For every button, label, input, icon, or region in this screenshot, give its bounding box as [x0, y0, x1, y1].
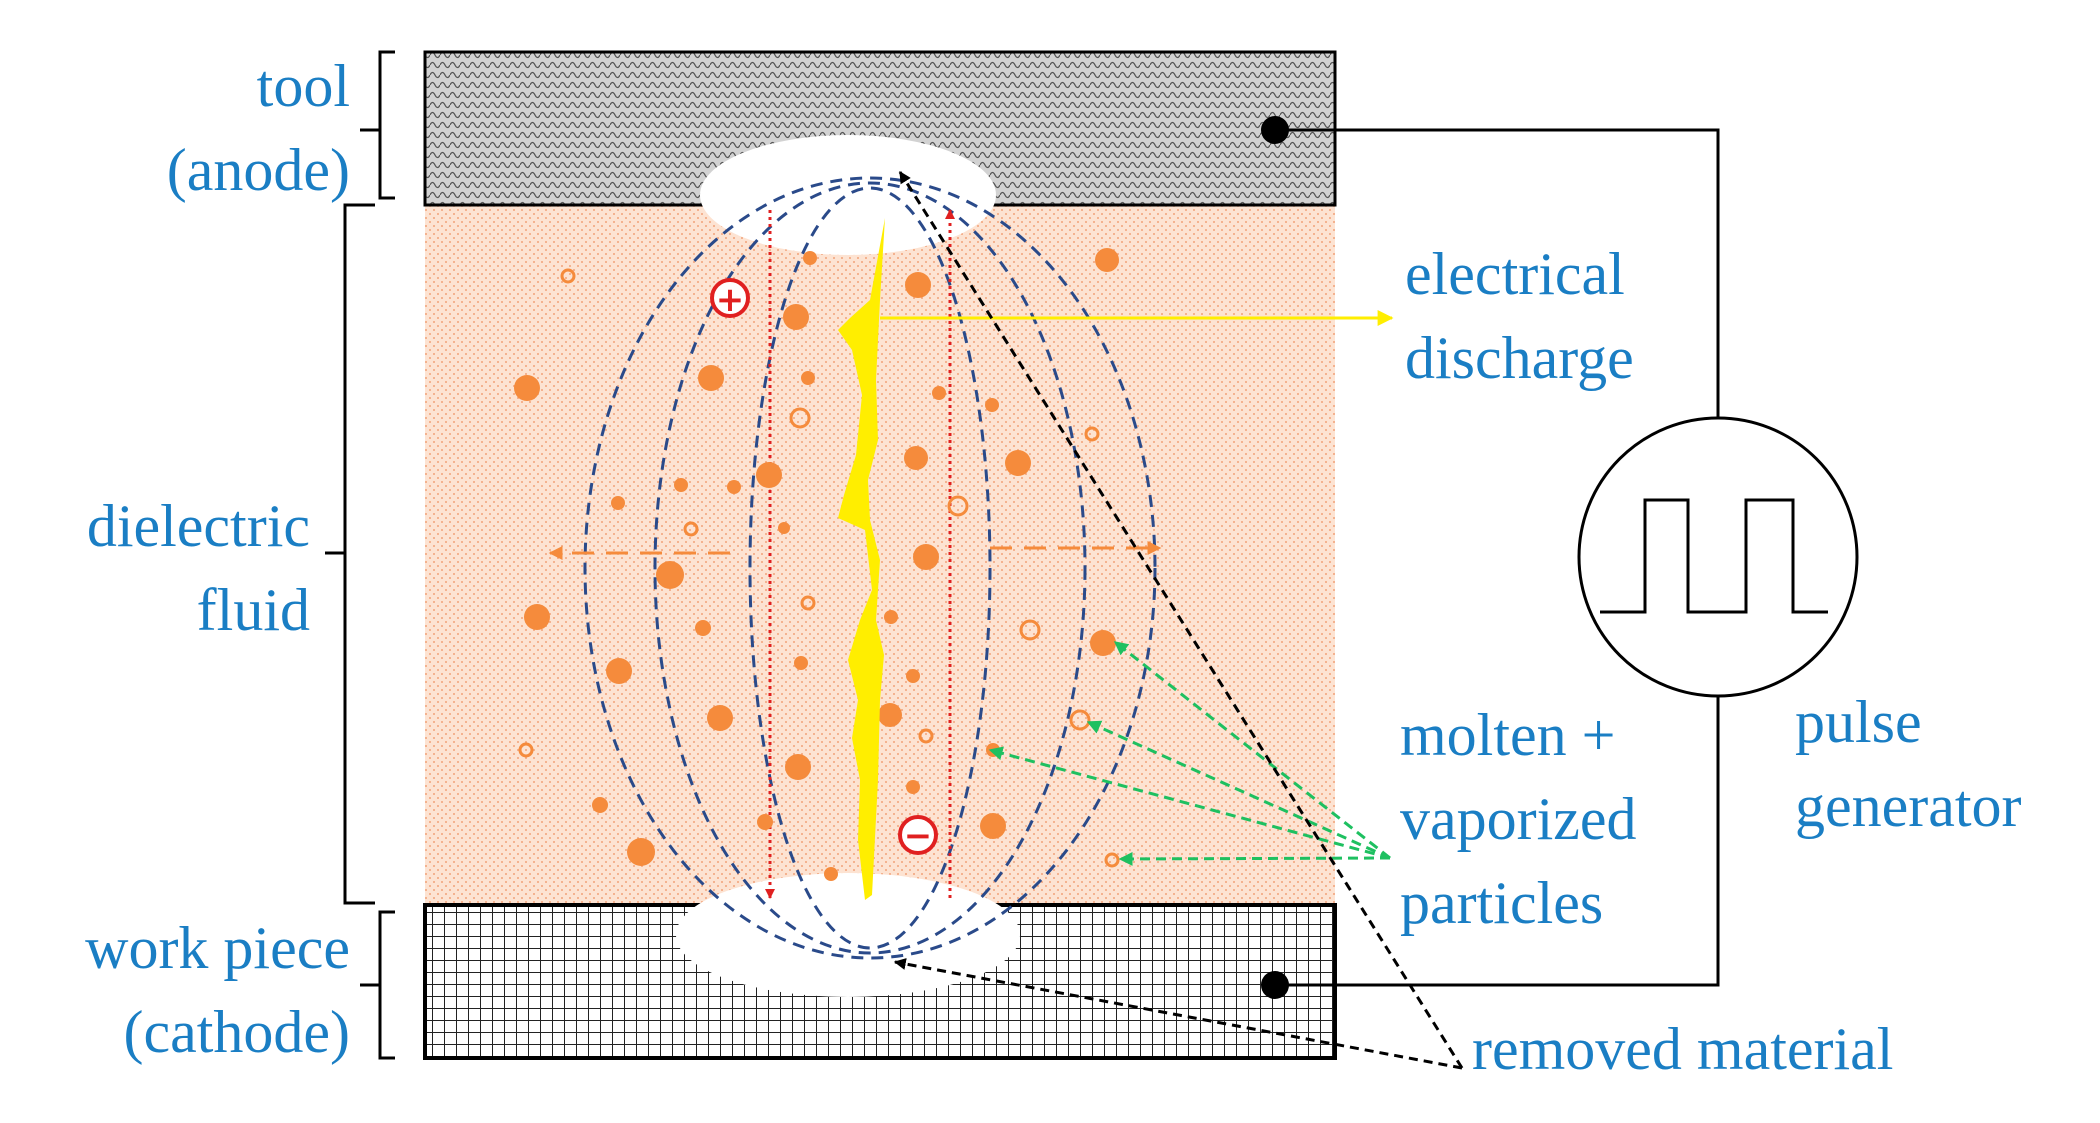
particle-hollow: [789, 407, 811, 429]
particle: [801, 371, 815, 385]
generator-label-line1: pulse: [1795, 689, 1922, 755]
particle: [611, 496, 625, 510]
particle-hollow: [1069, 709, 1091, 731]
particle-hollow: [683, 521, 699, 537]
particle-hollow: [1104, 852, 1120, 868]
workpiece-label-line2: (cathode): [123, 999, 350, 1065]
workpiece-cathode-label: work piece (cathode): [20, 906, 350, 1074]
particle: [904, 446, 928, 470]
particle: [1090, 630, 1116, 656]
tool-label-line1: tool: [256, 53, 350, 119]
particle-pointer-arrows: [988, 640, 1391, 866]
particle: [932, 386, 946, 400]
particle-hollow: [1084, 426, 1100, 442]
particles-label: molten + vaporized particles: [1400, 693, 1637, 945]
particle: [1005, 450, 1031, 476]
particle: [794, 656, 808, 670]
particle: [913, 544, 939, 570]
removed-material-pointer-arrows: [893, 170, 1464, 1070]
label-brackets: [325, 50, 395, 1060]
tool-anode-label: tool (anode): [60, 44, 350, 212]
particle: [707, 705, 733, 731]
particle: [803, 251, 817, 265]
dielectric-label-line1: dielectric: [86, 493, 310, 559]
particles-label-line3: particles: [1400, 870, 1604, 936]
particle-hollow: [560, 268, 576, 284]
plus-charge-label: +: [716, 280, 745, 320]
dielectric-fluid-label: dielectric fluid: [20, 484, 310, 652]
particle: [980, 813, 1006, 839]
particle: [674, 478, 688, 492]
pulse-generator-label: pulse generator: [1795, 680, 2022, 848]
particle: [514, 375, 540, 401]
pulse-generator-icon: [1577, 416, 1859, 698]
dielectric-fluid-region: [425, 205, 1335, 905]
particle: [627, 838, 655, 866]
particle-hollow: [947, 495, 969, 517]
minus-charge-icon: −: [898, 815, 938, 856]
plasma-field-lines: [583, 176, 1157, 960]
workpiece-label-line1: work piece: [85, 915, 350, 981]
particle: [1095, 248, 1119, 272]
particle: [783, 304, 809, 330]
removed-material-text: removed material: [1472, 1016, 1894, 1082]
particle: [757, 814, 773, 830]
removed-material-crater-bottom: [676, 873, 1020, 997]
terminal-dot-icon: [1261, 116, 1289, 144]
discharge-label-line1: electrical: [1405, 241, 1625, 307]
particle: [785, 754, 811, 780]
dielectric-label-line2: fluid: [196, 577, 310, 643]
particle: [698, 365, 724, 391]
particle: [778, 522, 790, 534]
particle: [906, 780, 920, 794]
particle-hollow: [918, 728, 934, 744]
particle: [695, 620, 711, 636]
generator-label-line2: generator: [1795, 773, 2022, 839]
particle-hollow: [518, 742, 534, 758]
particle: [606, 658, 632, 684]
particle: [878, 703, 902, 727]
minus-charge-label: −: [904, 816, 933, 856]
particle: [524, 604, 550, 630]
particle: [884, 610, 898, 624]
particle: [656, 561, 684, 589]
particle: [756, 462, 782, 488]
particle: [727, 480, 741, 494]
particles-label-line1: molten +: [1400, 702, 1616, 768]
particle: [986, 743, 1000, 757]
particle-hollow: [1019, 619, 1041, 641]
electrical-discharge-label: electrical discharge: [1405, 232, 1634, 400]
particles-label-line2: vaporized: [1400, 786, 1637, 852]
plus-charge-icon: +: [710, 278, 750, 320]
particle-hollow: [800, 595, 816, 611]
discharge-label-line2: discharge: [1405, 325, 1634, 391]
particle: [985, 398, 999, 412]
electrical-discharge-bolt: [838, 218, 885, 900]
particle: [592, 797, 608, 813]
terminal-dot-icon: [1261, 971, 1289, 999]
particle: [905, 272, 931, 298]
square-wave-icon: [1600, 498, 1828, 614]
tool-label-line2: (anode): [166, 137, 350, 203]
particles: [514, 248, 1120, 881]
particle: [824, 867, 838, 881]
circuit-wires: [1275, 128, 1720, 987]
removed-material-label: removed material: [1472, 1007, 1893, 1091]
particle: [906, 669, 920, 683]
